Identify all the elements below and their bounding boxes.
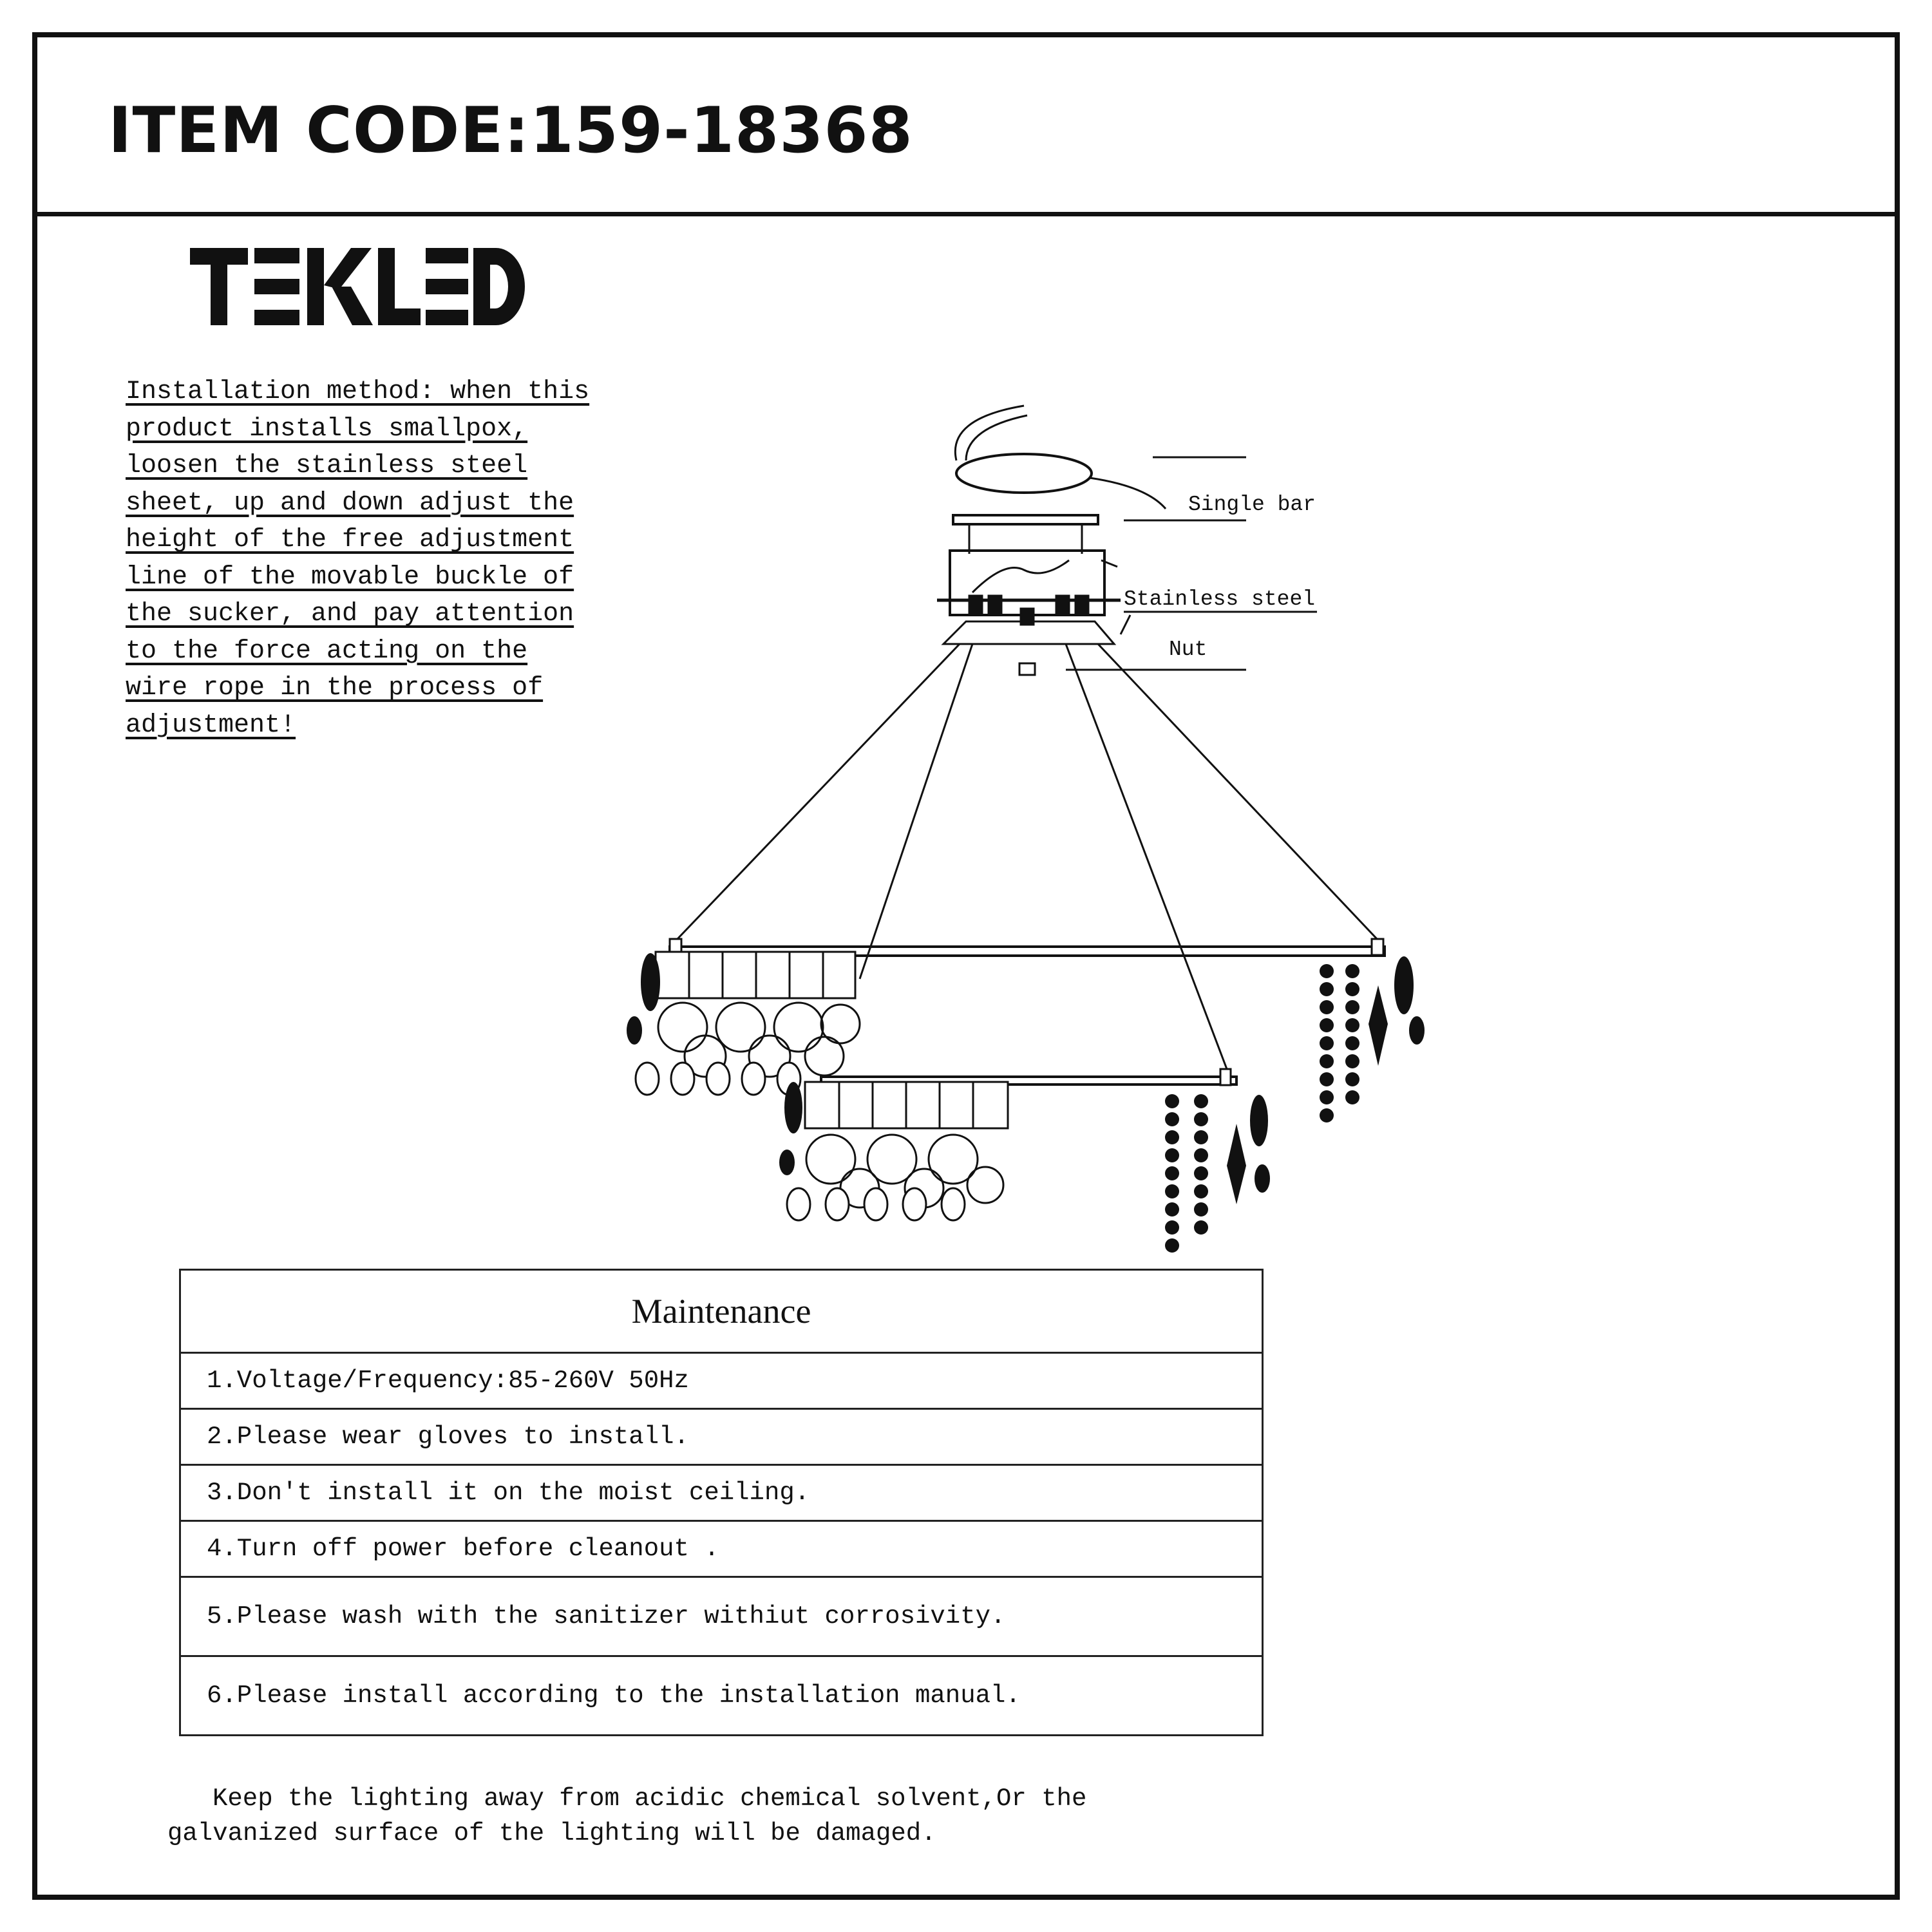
install-line: adjustment! [126, 710, 296, 740]
install-line: Installation method: when this [126, 377, 590, 406]
install-line: the sucker, and pay attention [126, 600, 574, 629]
lower-crystal-drops [786, 1187, 966, 1222]
install-line: loosen the stainless steel [126, 451, 528, 480]
label-nut: Nut [1169, 638, 1208, 661]
install-line: to the force acting on the [126, 636, 528, 666]
maintenance-table: Maintenance 1.Voltage/Frequency:85-260V … [179, 1269, 1264, 1736]
maintenance-item: 3.Don't install it on the moist ceiling. [179, 1464, 1264, 1522]
bead-strings-lower [1165, 1094, 1208, 1253]
warning-note: Keep the lighting away from acidic chemi… [167, 1781, 1086, 1851]
install-line: wire rope in the process of [126, 674, 544, 703]
upper-crystal-flowers [657, 1001, 861, 1078]
maintenance-title: Maintenance [179, 1269, 1264, 1354]
maintenance-item: 2.Please wear gloves to install. [179, 1408, 1264, 1466]
install-line: product installs smallpox, [126, 414, 528, 444]
power-cable [954, 404, 1025, 461]
maintenance-item: 1.Voltage/Frequency:85-260V 50Hz [179, 1352, 1264, 1410]
maintenance-item: 5.Please wash with the sanitizer withiut… [179, 1576, 1264, 1657]
lower-crystal-panel [804, 1081, 1009, 1130]
document-sheet: ITEM CODE:159-18368 [32, 32, 1900, 1900]
suspension-wire [675, 643, 961, 942]
label-single-bar: Single bar [1188, 493, 1316, 516]
suspension-wire [1097, 643, 1379, 942]
bead-strings-upper [1320, 964, 1359, 1122]
maintenance-item: 4.Turn off power before cleanout . [179, 1520, 1264, 1578]
driver-box [955, 453, 1093, 494]
upper-crystal-panel [654, 951, 857, 999]
header: ITEM CODE:159-18368 [37, 37, 1895, 216]
upper-side-crystals [627, 953, 1425, 1045]
lower-ring-bar [820, 1075, 1238, 1086]
suspension-wire [1065, 643, 1228, 1070]
install-line: sheet, up and down adjust the [126, 488, 574, 518]
install-line: height of the free adjustment [126, 526, 574, 554]
maintenance-item: 6.Please install according to the instal… [179, 1655, 1264, 1736]
single-bar-plate [952, 514, 1099, 526]
installation-instructions: Installation method: when this product i… [126, 374, 628, 744]
upper-crystal-drops [634, 1061, 802, 1096]
tekled-logo [190, 248, 525, 325]
warning-note-line: Keep the lighting away from acidic chemi… [213, 1785, 1087, 1813]
nut [1018, 662, 1036, 676]
item-code: ITEM CODE:159-18368 [108, 94, 913, 167]
install-line: line of the movable buckle of [126, 562, 574, 592]
label-stainless-steel: Stainless steel [1124, 587, 1316, 611]
lower-side-crystals [779, 985, 1388, 1204]
suspension-wire [858, 643, 974, 980]
warning-note-line: galvanized surface of the lighting will … [167, 1819, 936, 1848]
